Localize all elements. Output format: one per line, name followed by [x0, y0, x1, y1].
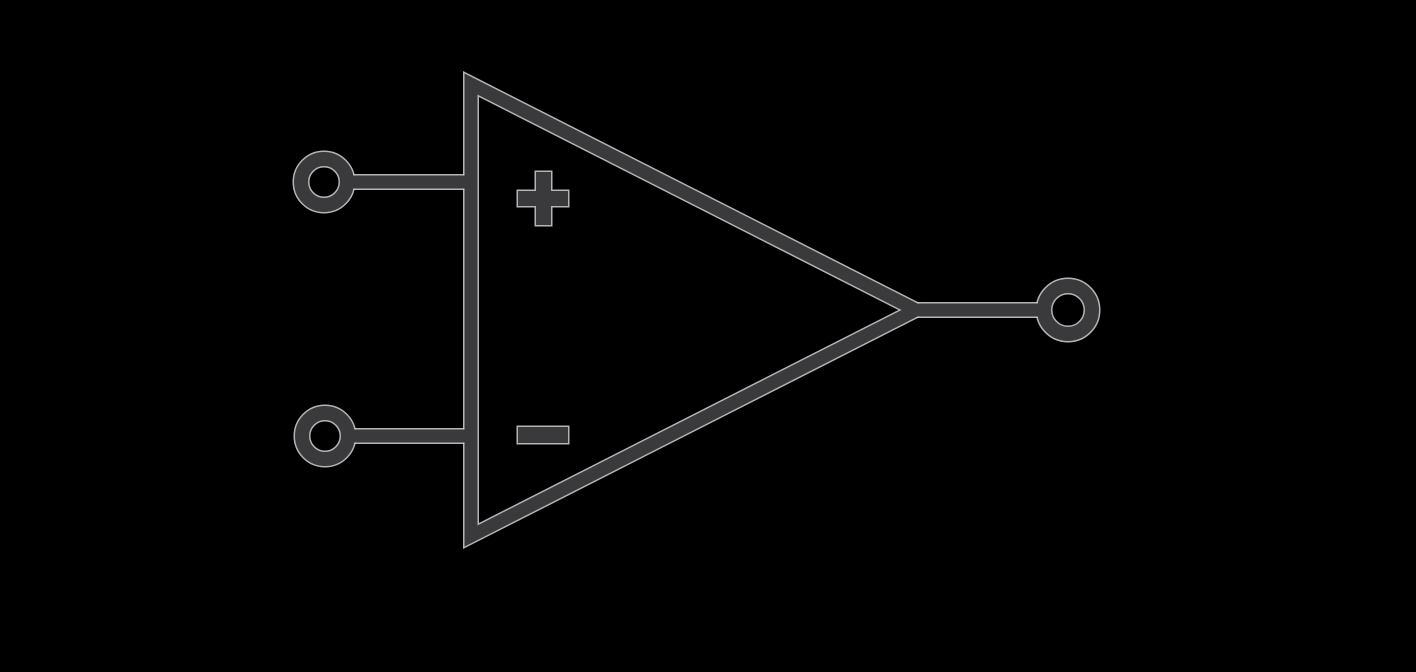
amplifier-triangle — [464, 73, 931, 547]
output-terminal — [1037, 279, 1099, 341]
op-amp-symbol: + − — [294, 73, 1099, 547]
minus-icon: − — [518, 427, 568, 443]
plus-icon: + — [518, 172, 568, 225]
non-inverting-input-terminal — [294, 152, 354, 212]
inverting-input-terminal — [295, 406, 355, 466]
